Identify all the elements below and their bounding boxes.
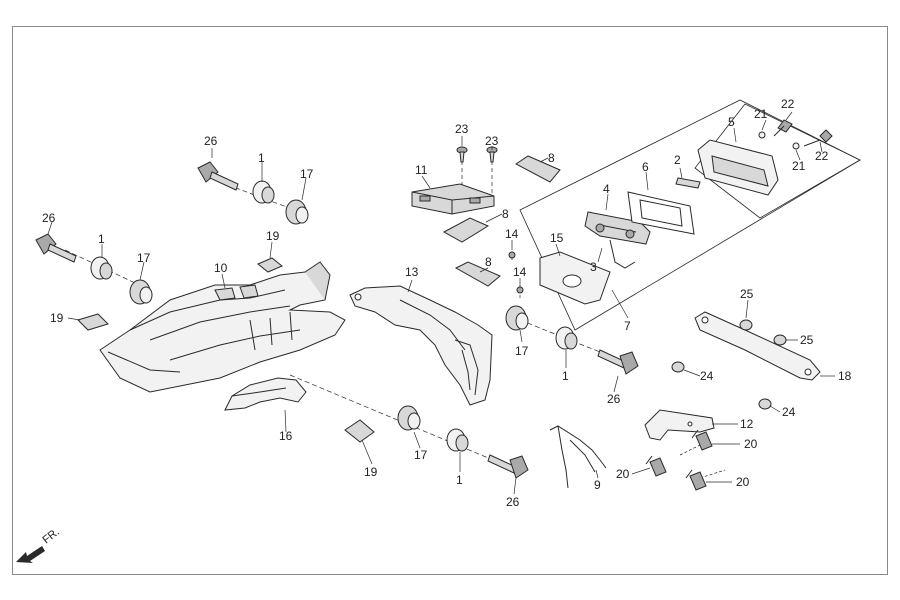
- part-17-grommet-d: [397, 405, 421, 431]
- part-19-clip-a: [257, 257, 283, 273]
- part-11-bracket: [411, 183, 495, 215]
- callout-26-b: 26: [42, 211, 56, 225]
- part-19-clip-c: [344, 419, 375, 443]
- part-12-bracket: [644, 409, 715, 441]
- part-1-collar-c: [555, 326, 578, 350]
- part-24-nut-b: [758, 398, 772, 410]
- callout-13: 13: [405, 265, 419, 279]
- lens-subassembly-outline: [694, 103, 861, 219]
- callout-17-c: 17: [515, 344, 529, 358]
- part-10-inner-fender: [99, 261, 346, 393]
- part-1-collar-d: [446, 428, 469, 452]
- callout-7: 7: [624, 319, 631, 333]
- part-21-washer-a: [758, 131, 766, 139]
- callout-26-d: 26: [506, 495, 520, 509]
- part-9-harness: [549, 425, 607, 489]
- part-20-bolt-a: [691, 429, 713, 451]
- part-8-clip-a: [515, 155, 561, 183]
- callout-25-a: 25: [740, 287, 754, 301]
- callout-21-b: 21: [792, 159, 806, 173]
- part-26-bolt-b: [35, 233, 77, 263]
- callout-18: 18: [838, 369, 852, 383]
- part-17-grommet-c: [505, 305, 529, 331]
- callout-1-c: 1: [562, 369, 569, 383]
- diagram-frame: [12, 26, 888, 575]
- callout-22-a: 22: [781, 97, 795, 111]
- callout-22-b: 22: [815, 149, 829, 163]
- callout-16: 16: [279, 429, 293, 443]
- part-8-clip-b: [442, 217, 490, 243]
- callout-numbers: 26 1 17 26 1 17 10 19 19 16 13 11 23 23 …: [42, 97, 852, 509]
- callout-8-a: 8: [548, 151, 555, 165]
- callout-1-d: 1: [456, 473, 463, 487]
- callout-1-a: 1: [258, 151, 265, 165]
- callout-17-a: 17: [300, 167, 314, 181]
- part-25-nut-b: [773, 334, 787, 346]
- callout-14-b: 14: [513, 265, 527, 279]
- part-16-mud-flap: [224, 377, 307, 411]
- part-24-nut-a: [671, 361, 685, 373]
- callout-19-a: 19: [266, 229, 280, 243]
- part-26-bolt-d: [487, 454, 529, 479]
- part-26-bolt-a: [197, 161, 239, 191]
- callout-3: 3: [590, 260, 597, 274]
- part-23-screw-a: [456, 146, 468, 163]
- callout-6: 6: [642, 160, 649, 174]
- callout-17-d: 17: [414, 448, 428, 462]
- part-20-bolt-c: [685, 469, 707, 491]
- front-arrow-icon: [16, 546, 45, 563]
- part-5-lens: [697, 139, 779, 196]
- callout-9: 9: [594, 478, 601, 492]
- part-2-clip: [675, 177, 701, 189]
- callout-19-c: 19: [364, 465, 378, 479]
- part-17-grommet-b: [129, 279, 153, 305]
- callout-21-a: 21: [754, 107, 768, 121]
- part-14-screw-a: [508, 251, 516, 259]
- part-22-screw-b: [803, 129, 833, 147]
- part-21-washer-b: [792, 142, 800, 150]
- callout-20-b: 20: [616, 467, 630, 481]
- part-13-rear-cover: [349, 285, 493, 406]
- part-14-screw-b: [516, 286, 524, 294]
- callout-8-b: 8: [502, 207, 509, 221]
- part-20-bolt-b: [645, 455, 667, 477]
- callout-25-b: 25: [800, 333, 814, 347]
- callout-8-c: 8: [485, 255, 492, 269]
- callout-20-a: 20: [744, 437, 758, 451]
- part-26-bolt-c: [597, 349, 639, 375]
- callout-23-b: 23: [485, 134, 499, 148]
- callout-26-a: 26: [204, 134, 218, 148]
- part-6-gasket: [627, 191, 695, 235]
- callout-leaders: [47, 111, 835, 495]
- part-19-clip-b: [77, 313, 109, 331]
- part-8-clip-c: [454, 261, 501, 287]
- part-1-collar-a: [252, 180, 275, 204]
- part-1-collar-b: [90, 256, 113, 280]
- callout-12: 12: [740, 417, 754, 431]
- callout-23-a: 23: [455, 122, 469, 136]
- callout-19-b: 19: [50, 311, 64, 325]
- callout-26-c: 26: [607, 392, 621, 406]
- callout-24-b: 24: [782, 405, 796, 419]
- callout-11: 11: [415, 163, 428, 177]
- callout-14-a: 14: [505, 227, 519, 241]
- callout-10: 10: [214, 261, 228, 275]
- callout-17-b: 17: [137, 251, 151, 265]
- part-25-nut-a: [739, 319, 753, 331]
- callout-15: 15: [550, 231, 564, 245]
- callout-5: 5: [728, 115, 735, 129]
- front-direction-label: FR.: [40, 526, 61, 546]
- callout-24-a: 24: [700, 369, 714, 383]
- callout-20-c: 20: [736, 475, 750, 489]
- front-direction-indicator: FR.: [16, 526, 62, 563]
- part-15-plate-base: [539, 251, 611, 305]
- part-17-grommet-a: [285, 199, 309, 225]
- callout-2: 2: [674, 153, 681, 167]
- callout-4: 4: [603, 182, 610, 196]
- callout-1-b: 1: [98, 232, 105, 246]
- part-22-screw-a: [773, 119, 793, 137]
- part-18-stay: [694, 311, 821, 381]
